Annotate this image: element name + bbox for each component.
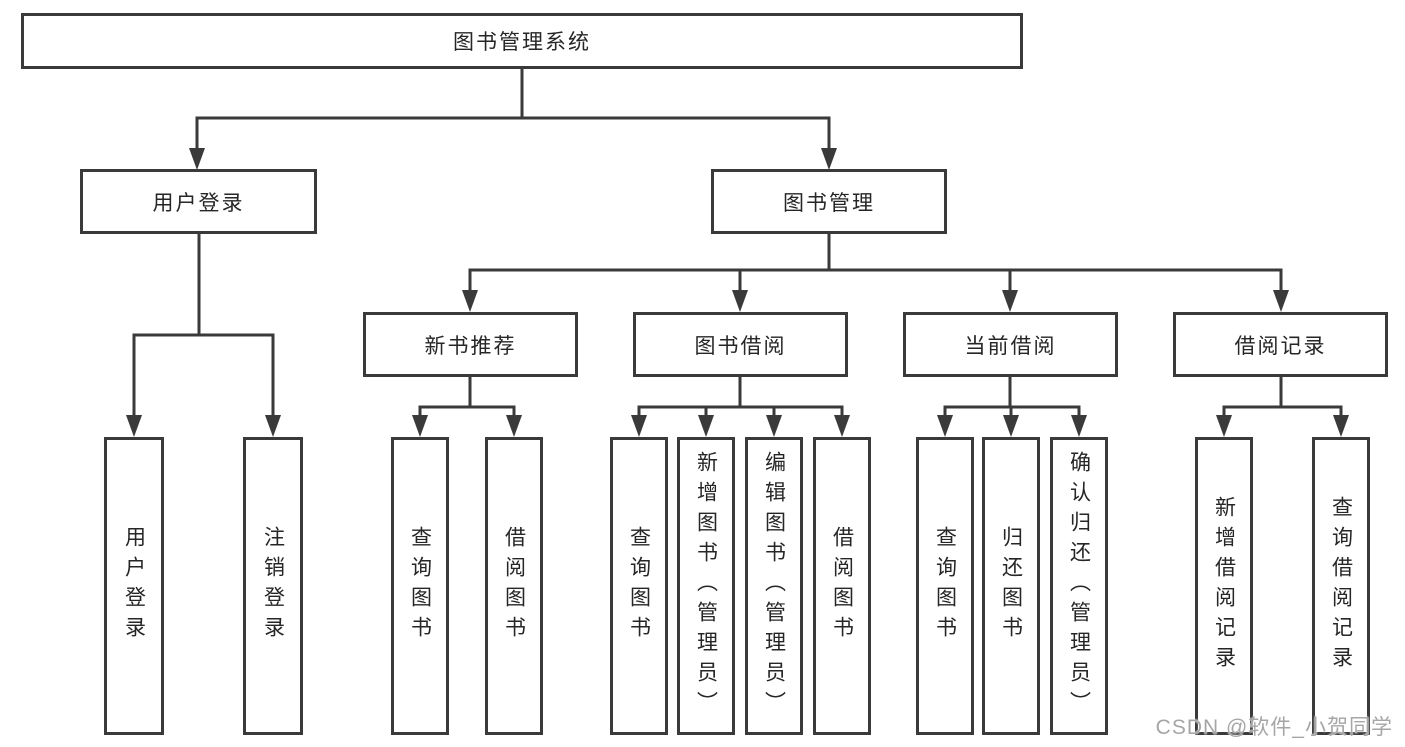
arrow-down-icon [1333,415,1349,437]
node-leaf-add-book-admin: 新增图书（管理员） [677,437,735,735]
connector-root-to-level2 [195,67,831,152]
csdn-watermark: CSDN @软件_小贺同学 [1155,716,1393,739]
arrow-down-icon [1002,290,1018,312]
connector-currentborrow-to-leaves [943,375,1081,421]
connector-borrowrecords-to-leaves [1222,375,1343,421]
node-leaf-confirm-return-admin: 确认归还（管理员） [1050,437,1108,735]
node-leaf-edit-book-admin: 编辑图书（管理员） [745,437,803,735]
node-leaf-user-login: 用户登录 [104,437,164,735]
node-leaf-logout: 注销登录 [243,437,303,735]
node-leaf-query-borrow-record: 查询借阅记录 [1312,437,1370,735]
node-book-borrowing: 图书借阅 [633,312,848,377]
node-new-book-recommend: 新书推荐 [363,312,578,377]
node-borrow-records: 借阅记录 [1173,312,1388,377]
arrow-down-icon [1071,415,1087,437]
arrow-down-icon [1273,290,1289,312]
arrow-down-icon [821,148,837,170]
node-leaf-add-borrow-record: 新增借阅记录 [1195,437,1253,735]
arrow-down-icon [126,415,142,437]
node-library-system: 图书管理系统 [21,13,1023,69]
node-leaf-query-books-borrowing: 查询图书 [610,437,668,735]
node-user-login: 用户登录 [80,169,317,234]
arrow-down-icon [631,415,647,437]
node-leaf-return-book: 归还图书 [982,437,1040,735]
node-leaf-borrow-books-borrowing: 借阅图书 [813,437,871,735]
arrow-down-icon [1003,415,1019,437]
node-leaf-query-books-recommend: 查询图书 [391,437,449,735]
arrow-down-icon [1216,415,1232,437]
connector-bookborrow-to-leaves [637,375,844,421]
arrow-down-icon [834,415,850,437]
connector-bookmgmt-to-level3 [468,232,1283,294]
arrow-down-icon [732,290,748,312]
arrow-down-icon [462,290,478,312]
node-current-borrowing: 当前借阅 [903,312,1118,377]
arrow-down-icon [265,415,281,437]
node-leaf-borrow-books-recommend: 借阅图书 [485,437,543,735]
connector-newbook-to-leaves [418,375,516,421]
connector-userlogin-to-leaves [132,232,275,419]
arrow-down-icon [937,415,953,437]
arrow-down-icon [698,415,714,437]
arrow-down-icon [412,415,428,437]
arrow-down-icon [189,148,205,170]
node-book-management: 图书管理 [711,169,947,234]
arrow-down-icon [506,415,522,437]
node-leaf-query-books-current: 查询图书 [916,437,974,735]
arrow-down-icon [766,415,782,437]
